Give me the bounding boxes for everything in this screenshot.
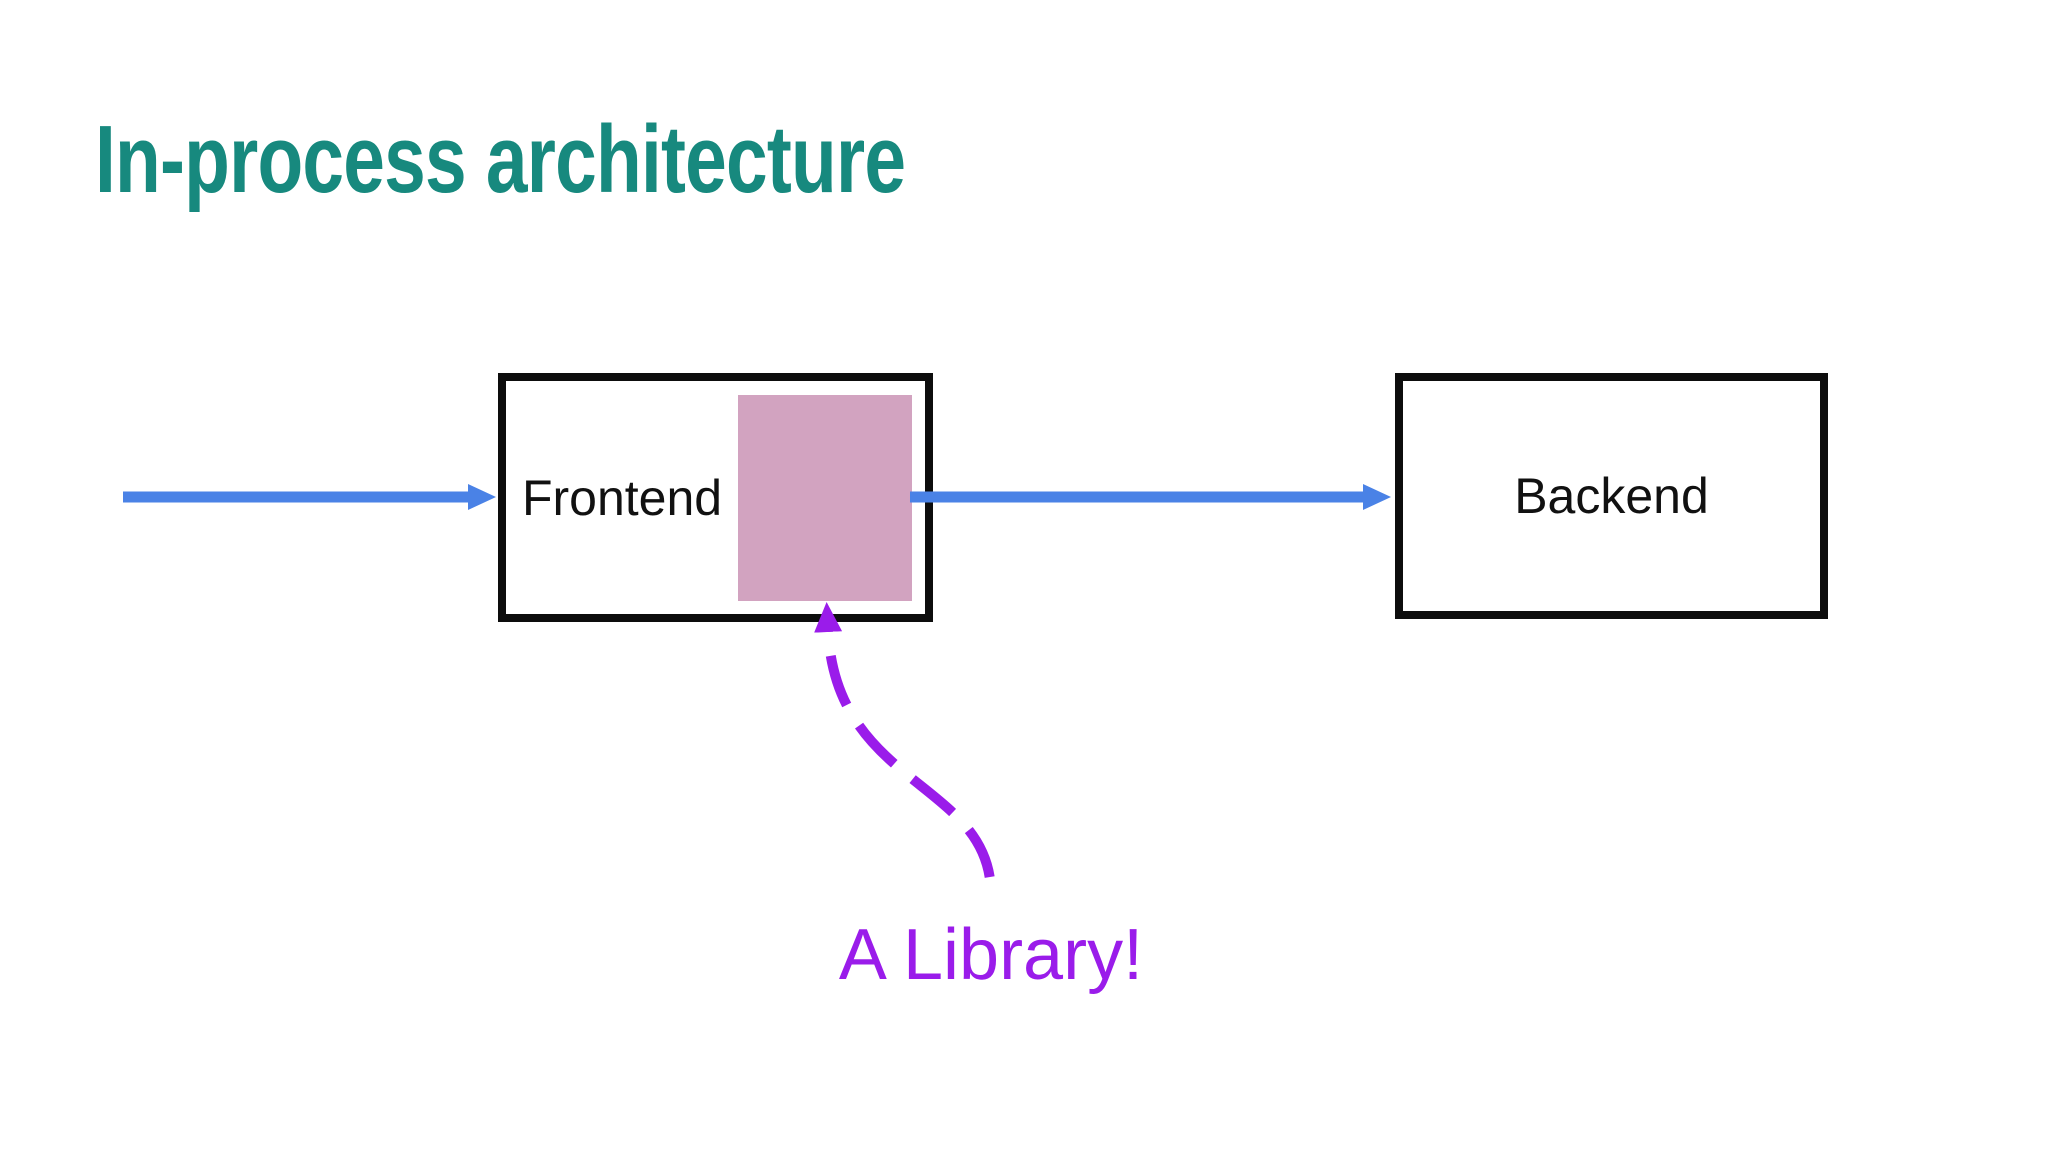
backend-label: Backend	[1514, 468, 1709, 524]
library-annotation: A Library!	[838, 915, 1144, 995]
frontend-label-area: Frontend	[506, 473, 738, 523]
frontend-label: Frontend	[521, 469, 723, 526]
frontend-node: Frontend	[498, 373, 933, 622]
library-pointer-arrow	[814, 602, 997, 898]
library-block	[738, 394, 912, 601]
backend-node: Backend	[1395, 373, 1828, 619]
slide-title: In-process architecture	[95, 106, 906, 213]
